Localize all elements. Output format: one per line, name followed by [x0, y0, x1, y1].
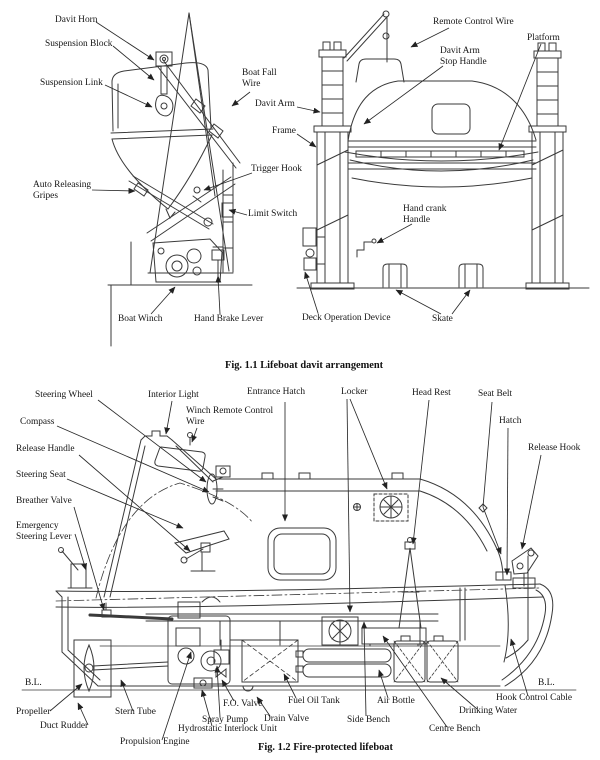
label-hand-crank-handle: Hand crank Handle — [403, 204, 447, 225]
label-suspension-link: Suspension Link — [40, 78, 103, 88]
label-fo-valve: F.O. Valve — [223, 699, 263, 709]
label-winch-remote-control-wire: Winch Remote Control Wire — [186, 406, 274, 427]
label-trigger-hook: Trigger Hook — [251, 164, 302, 174]
label-frame: Frame — [272, 126, 296, 136]
label-propulsion-engine: Propulsion Engine — [120, 737, 190, 747]
label-head-rest: Head Rest — [412, 388, 451, 398]
davit-front-view — [296, 10, 590, 290]
label-hook-control-cable: Hook Control Cable — [496, 693, 573, 703]
label-hand-brake-lever: Hand Brake Lever — [194, 314, 264, 324]
label-release-handle: Release Handle — [16, 444, 75, 454]
label-skate: Skate — [432, 314, 453, 324]
label-auto-releasing-gripes: Auto Releasing Gripes — [33, 180, 92, 201]
label-seat-belt: Seat Belt — [478, 389, 513, 399]
label-entrance-hatch: Entrance Hatch — [247, 387, 306, 397]
leader-lines — [49, 21, 542, 741]
label-interior-light: Interior Light — [148, 390, 199, 400]
label-davit-horn: Davit Horn — [55, 15, 98, 25]
label-stern-tube: Stern Tube — [115, 707, 156, 717]
label-davit-arm: Davit Arm — [255, 99, 295, 109]
label-limit-switch: Limit Switch — [248, 209, 298, 219]
label-boat-fall-wire: Boat Fall Wire — [242, 68, 277, 89]
label-emergency-steering-lever: Emergency Steering Lever — [16, 521, 72, 542]
label-air-bottle: Air Bottle — [377, 696, 415, 706]
davit-side-view — [107, 12, 253, 347]
fig2-caption: Fig. 1.2 Fire-protected lifeboat — [258, 742, 393, 753]
label-steering-wheel: Steering Wheel — [35, 390, 93, 400]
baseline-label-right: B.L. — [538, 678, 555, 688]
baseline-label-left: B.L. — [25, 678, 42, 688]
label-platform: Platform — [527, 33, 560, 43]
label-breather-valve: Breather Valve — [16, 496, 72, 506]
label-side-bench: Side Bench — [347, 715, 390, 725]
label-centre-bench: Centre Bench — [429, 724, 481, 734]
label-hydrostatic-interlock-unit: Hydrostatic Interlock Unit — [178, 724, 277, 734]
label-steering-seat: Steering Seat — [16, 470, 66, 480]
lifeboat-profile — [21, 430, 577, 698]
label-boat-winch: Boat Winch — [118, 314, 163, 324]
fig1-caption: Fig. 1.1 Lifeboat davit arrangement — [225, 360, 384, 371]
label-davit-arm-stop-handle: Davit Arm Stop Handle — [440, 46, 487, 67]
label-locker: Locker — [341, 387, 368, 397]
label-compass: Compass — [20, 417, 55, 427]
label-drain-valve: Drain Valve — [264, 714, 309, 724]
label-suspension-block: Suspension Block — [45, 39, 113, 49]
label-deck-operation-device: Deck Operation Device — [302, 313, 391, 323]
label-remote-control-wire: Remote Control Wire — [433, 17, 514, 27]
label-release-hook: Release Hook — [528, 443, 581, 453]
label-propeller: Propeller — [16, 707, 51, 717]
label-duct-rudder: Duct Rudder — [40, 721, 89, 731]
label-spray-pump: Spray Pump — [202, 715, 249, 725]
label-drinking-water: Drinking Water — [459, 706, 518, 716]
label-hatch: Hatch — [499, 416, 522, 426]
label-fuel-oil-tank: Fuel Oil Tank — [288, 696, 340, 706]
